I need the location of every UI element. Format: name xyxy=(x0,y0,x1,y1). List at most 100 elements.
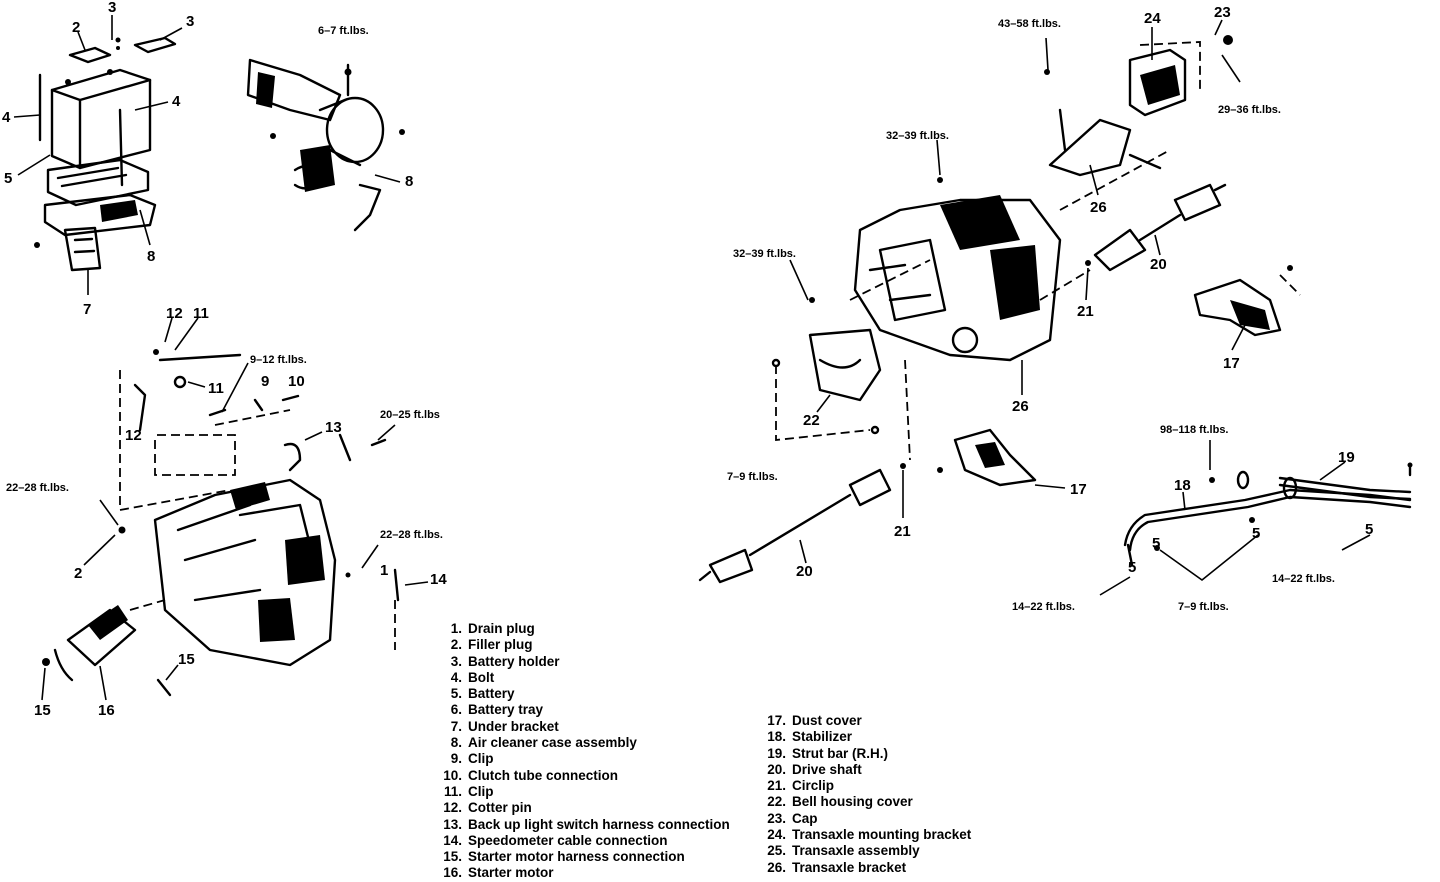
callout-21a: 21 xyxy=(1077,303,1094,320)
callout-13: 13 xyxy=(325,419,342,436)
legend-item: 10.Clutch tube connection xyxy=(436,768,730,784)
air-cleaner-assembly xyxy=(246,58,405,232)
callout-26b: 26 xyxy=(1012,398,1029,415)
legend-number: 14. xyxy=(443,832,462,848)
legend-number: 3. xyxy=(450,653,462,669)
legend-item: 11.Clip xyxy=(436,784,730,800)
legend-text: Back up light switch harness connection xyxy=(468,816,730,832)
legend-item: 5.Battery xyxy=(436,686,730,702)
callout-15a: 15 xyxy=(178,651,195,668)
callout-17b: 17 xyxy=(1070,481,1087,498)
legend-item: 3. Battery holder xyxy=(436,654,730,670)
battery-assembly xyxy=(13,15,183,295)
legend-item: 26.Transaxle bracket xyxy=(760,860,971,876)
torque-98-118: 98–118 ft.lbs. xyxy=(1160,424,1229,436)
legend-item: 16. Starter motor xyxy=(436,865,730,881)
legend-item: 12.Cotter pin xyxy=(436,800,730,816)
legend-number: 13. xyxy=(443,816,462,832)
legend-item: 20. Drive shaft xyxy=(760,762,971,778)
torque-9-12: 9–12 ft.lbs. xyxy=(250,354,307,366)
legend-item: 2.Filler plug xyxy=(436,637,730,653)
legend-number: 6. xyxy=(450,702,462,718)
callout-19: 19 xyxy=(1338,449,1355,466)
callout-22: 22 xyxy=(803,412,820,429)
legend-number: 25. xyxy=(767,843,786,859)
legend-text: Battery tray xyxy=(468,702,544,718)
torque-20-25: 20–25 ft.lbs xyxy=(380,409,440,421)
callout-labels: 3 3 2 4 4 5 8 7 6–7 ft.lbs. 8 12 11 11 9… xyxy=(2,0,1373,719)
legend-number: 1. xyxy=(450,621,462,636)
legend-text: Clip xyxy=(468,783,494,799)
legend-item: 21. Circlip xyxy=(760,778,971,794)
legend-text: Drive shaft xyxy=(792,761,862,777)
callout-23: 23 xyxy=(1214,4,1231,21)
legend-item: 14. Speedometer cable connection xyxy=(436,833,730,849)
legend-text: Transaxle assembly xyxy=(792,843,920,859)
legend-number: 4. xyxy=(450,669,462,685)
legend-number: 22. xyxy=(767,794,786,810)
callout-12b: 12 xyxy=(125,427,142,444)
legend-number: 23. xyxy=(767,810,786,826)
callout-20a: 20 xyxy=(1150,256,1167,273)
legend-text: Speedometer cable connection xyxy=(468,832,668,848)
callout-15b: 15 xyxy=(34,702,51,719)
legend-text: Stabilizer xyxy=(792,729,853,745)
callout-20b: 20 xyxy=(796,563,813,580)
legend-item: 7. Under bracket xyxy=(436,719,730,735)
legend-text: Starter motor xyxy=(468,865,554,881)
legend-text: Bolt xyxy=(468,669,495,685)
legend-text: Air cleaner case assembly xyxy=(468,735,637,751)
legend-number: 19. xyxy=(767,745,786,761)
callout-12a: 12 xyxy=(166,305,183,322)
legend-number: 12. xyxy=(443,800,462,816)
legend-item: 24. Transaxle mounting bracket xyxy=(760,827,971,843)
callout-1: 1 xyxy=(380,562,388,579)
legend-text: Strut bar (R.H.) xyxy=(792,745,888,761)
callout-16: 16 xyxy=(98,702,115,719)
legend-text: Under bracket xyxy=(468,718,559,734)
legend-number: 7. xyxy=(450,718,462,734)
legend-number: 20. xyxy=(767,761,786,777)
callout-8a: 8 xyxy=(147,248,155,265)
callout-8b: 8 xyxy=(405,173,413,190)
legend-text: Circlip xyxy=(792,778,835,794)
callout-14: 14 xyxy=(430,571,447,588)
legend-item: 9.Clip xyxy=(436,751,730,767)
legend-number: 10. xyxy=(443,767,462,783)
legend-item: 19. Strut bar (R.H.) xyxy=(760,746,971,762)
legend-item: 6. Battery tray xyxy=(436,702,730,718)
legend-number: 5. xyxy=(450,686,462,702)
legend-item: 1.Drain plug xyxy=(436,621,730,637)
callout-10: 10 xyxy=(288,373,305,390)
callout-2b: 2 xyxy=(74,565,82,582)
legend-number: 24. xyxy=(767,827,786,843)
legend-text: Cap xyxy=(792,810,818,826)
legend-text: Transaxle mounting bracket xyxy=(792,827,972,843)
callout-2a: 2 xyxy=(72,19,80,36)
legend-item: 23. Cap xyxy=(760,811,971,827)
callout-26a: 26 xyxy=(1090,199,1107,216)
callout-5a: 5 xyxy=(1365,521,1373,538)
legend-text: Bell housing cover xyxy=(792,794,913,810)
torque-22-28a: 22–28 ft.lbs. xyxy=(6,482,69,494)
callout-3a: 3 xyxy=(108,0,116,16)
callout-18: 18 xyxy=(1174,477,1191,494)
legend-text: Starter motor harness connection xyxy=(468,849,685,865)
legend-item: 25. Transaxle assembly xyxy=(760,843,971,859)
torque-29-36: 29–36 ft.lbs. xyxy=(1218,104,1281,116)
legend-text: Battery holder xyxy=(468,653,560,669)
torque-7-9a: 7–9 ft.lbs. xyxy=(727,471,778,483)
callout-4a: 4 xyxy=(2,109,11,126)
callout-17a: 17 xyxy=(1223,355,1240,372)
callout-24: 24 xyxy=(1144,10,1161,27)
torque-22-28b: 22–28 ft.lbs. xyxy=(380,529,443,541)
callout-9: 9 xyxy=(261,373,269,390)
legend-number: 21. xyxy=(767,778,786,794)
legend-number: 16. xyxy=(443,865,462,881)
callout-5d: 5 xyxy=(1152,535,1160,552)
callout-11b: 11 xyxy=(208,380,224,397)
torque-32-39a: 32–39 ft.lbs. xyxy=(886,130,949,142)
legend-number: 26. xyxy=(767,859,786,875)
